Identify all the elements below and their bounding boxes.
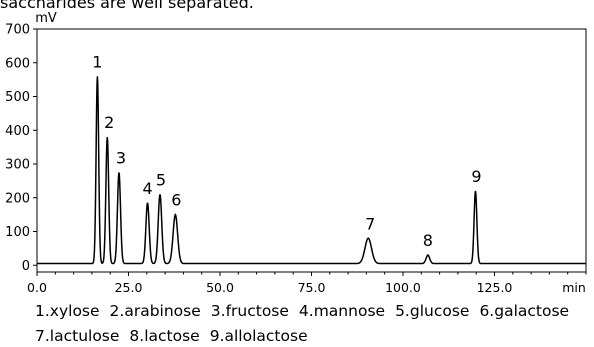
legend-item: 2.arabinose <box>109 302 201 320</box>
peak-label-9: 9 <box>471 167 481 186</box>
legend-item: 8.lactose <box>129 327 200 345</box>
y-tick-label: 600 <box>5 56 30 71</box>
y-tick-label: 100 <box>5 225 30 240</box>
y-tick-label: 300 <box>5 158 30 173</box>
legend-item: 1.xylose <box>35 302 100 320</box>
peak-label-1: 1 <box>92 52 102 71</box>
legend-item: 3.fructose <box>210 302 289 320</box>
peak-label-4: 4 <box>142 179 152 198</box>
x-axis: 0.0 25.0 50.0 75.0 100.0 125.0 <box>27 272 587 295</box>
y-tick-label: 0 <box>22 259 30 274</box>
x-tick-label: 100.0 <box>385 280 421 295</box>
y-tick-label: 200 <box>5 191 30 206</box>
x-axis-label: min <box>562 280 586 295</box>
y-tick-label: 500 <box>5 90 30 105</box>
peak-label-3: 3 <box>116 148 126 167</box>
legend-item: 6.galactose <box>479 302 570 320</box>
legend-item: 7.lactulose <box>35 327 120 345</box>
peak-label-8: 8 <box>423 231 433 250</box>
x-tick-label: 25.0 <box>115 280 143 295</box>
y-axis-label: mV <box>35 11 57 26</box>
legend-item: 9.allolactose <box>209 327 308 345</box>
caption-text: saccharides are well separated. <box>0 0 254 12</box>
legend-item: 4.mannose <box>298 302 386 320</box>
x-tick-label: 0.0 <box>27 280 47 295</box>
y-tick-label: 400 <box>5 124 30 139</box>
chromatogram-trace <box>37 76 586 265</box>
legend-row-2: 7.lactulose 8.lactose 9.allolactose <box>35 327 318 345</box>
y-axis: 0 100 200 300 400 500 600 700 <box>5 23 37 274</box>
peak-label-6: 6 <box>171 191 181 210</box>
x-tick-label: 125.0 <box>477 280 513 295</box>
x-tick-label: 75.0 <box>298 280 326 295</box>
peak-label-5: 5 <box>156 170 166 189</box>
peak-label-2: 2 <box>104 113 114 132</box>
legend-row-1: 1.xylose 2.arabinose 3.fructose 4.mannose 5.… <box>35 302 579 320</box>
legend-item: 5.glucose <box>395 302 470 320</box>
y-tick-label: 700 <box>5 23 30 38</box>
x-tick-label: 50.0 <box>206 280 234 295</box>
plot-frame <box>36 28 587 273</box>
peak-label-7: 7 <box>365 214 375 233</box>
